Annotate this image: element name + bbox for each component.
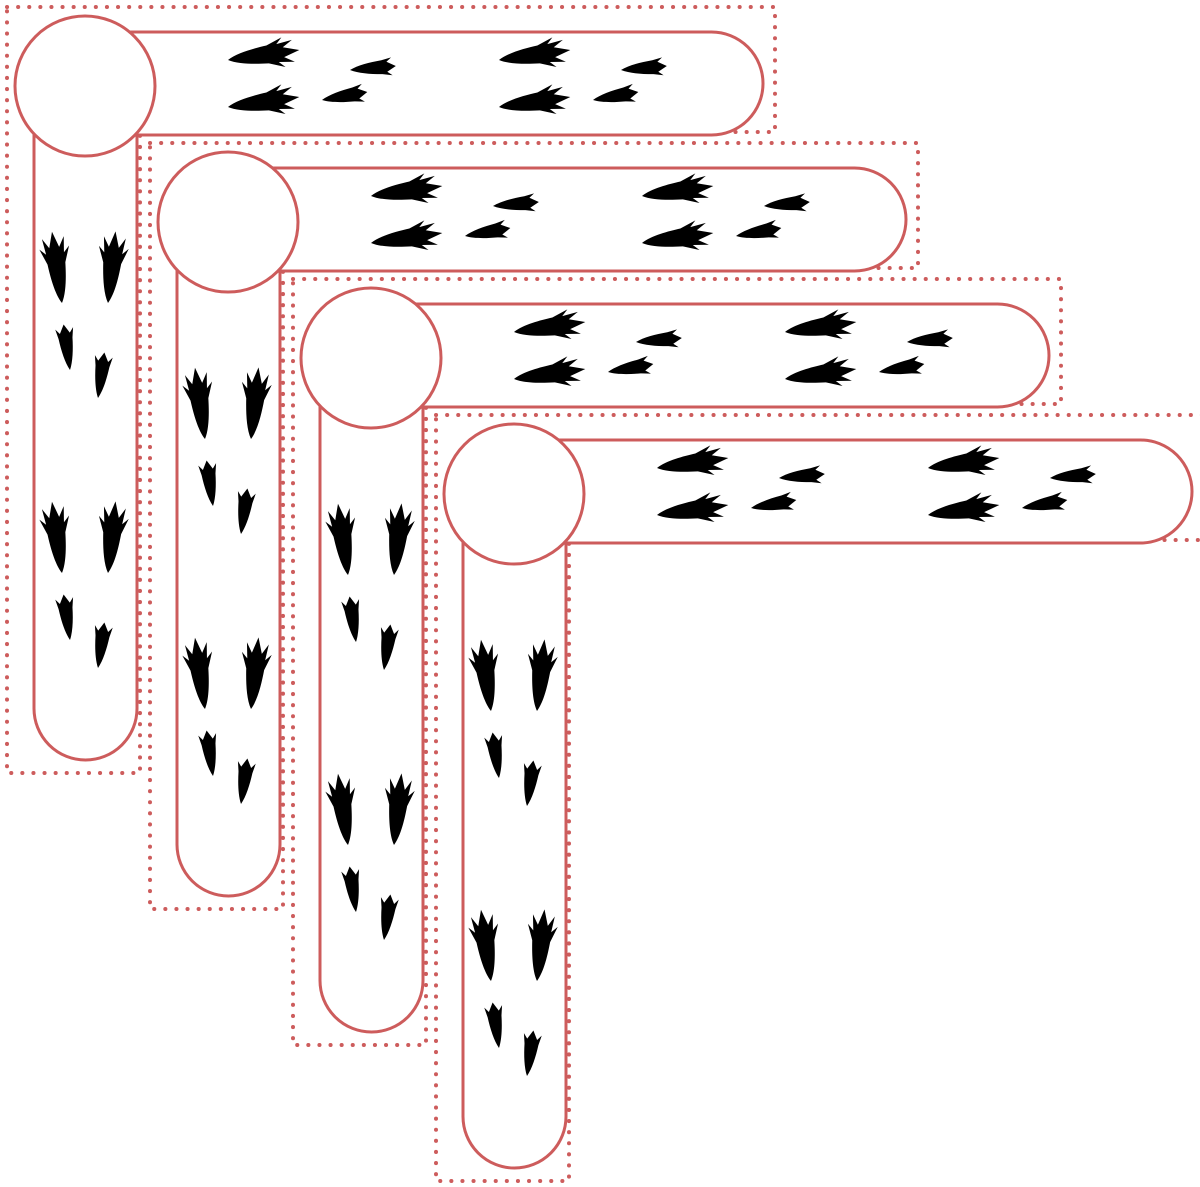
- corner-circle: [442, 422, 586, 566]
- panel-4: [434, 413, 1200, 1183]
- corner-circle: [13, 14, 157, 158]
- panel-2: [148, 141, 920, 911]
- panel-1: [5, 5, 777, 775]
- corner-circle: [156, 150, 300, 294]
- dotted-border: [291, 277, 1063, 1047]
- dotted-border: [5, 5, 777, 775]
- dotted-border: [148, 141, 920, 911]
- panel-3: [291, 277, 1063, 1047]
- corner-circle: [299, 286, 443, 430]
